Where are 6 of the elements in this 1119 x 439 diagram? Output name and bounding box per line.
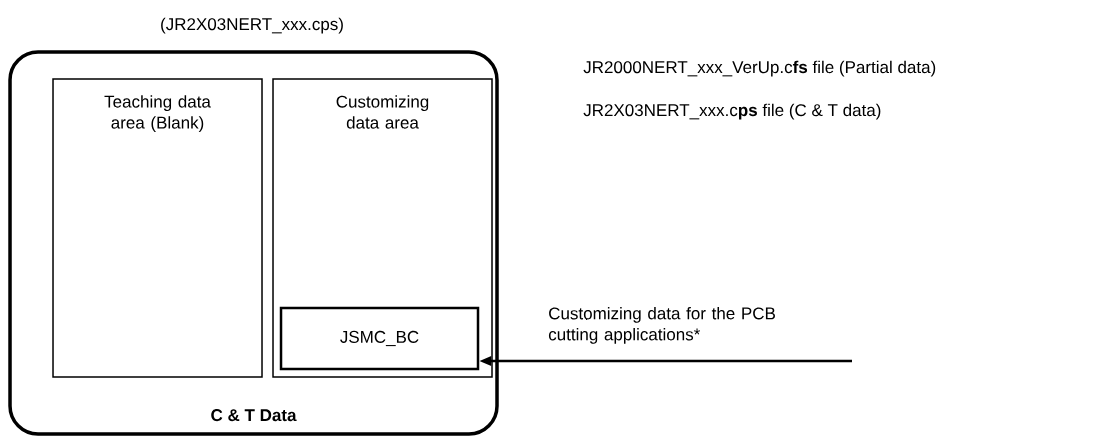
node-label: (JR2X03NERT_xxx.cps) (161, 17, 343, 34)
edge-label: Customizing data for the PCB cutting applications* (548, 306, 775, 344)
inner-box: JSMC_BC (279, 306, 480, 371)
file-note: JR2X03NERT_xxx.cps file (C & T data) (583, 103, 881, 120)
file-note: JR2000NERT_xxx_VerUp.cfs file (Partial data) (583, 60, 936, 77)
area-box: Teaching data area (Blank) (52, 78, 263, 378)
